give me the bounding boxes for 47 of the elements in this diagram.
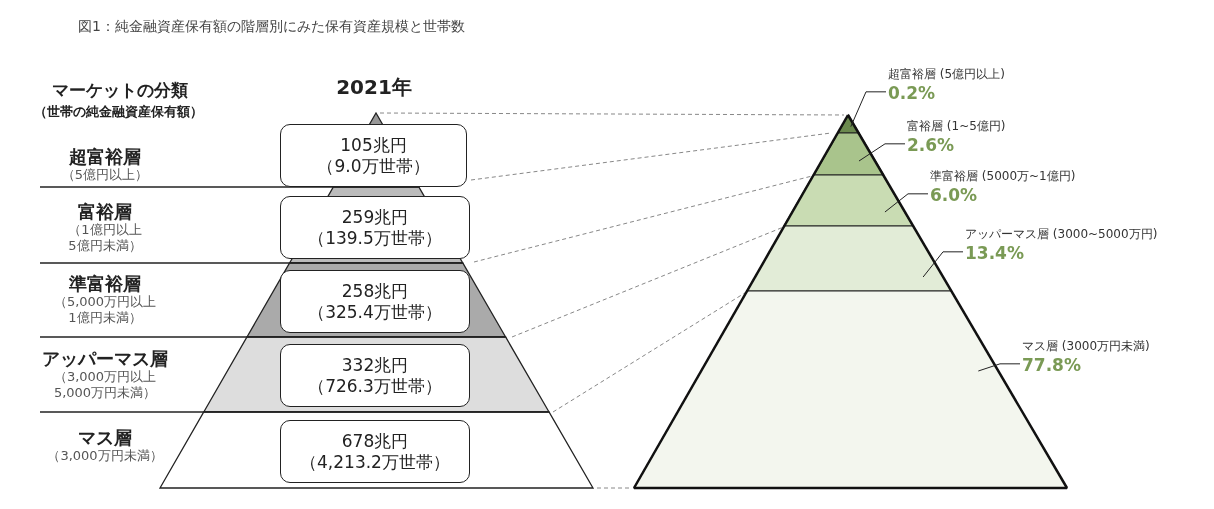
- leader-line: [884, 193, 929, 213]
- value-box: [280, 124, 467, 187]
- value-text: （726.3万世帯）: [308, 375, 442, 397]
- range-note: （3,000万円以上5,000万円未満）: [52, 369, 158, 401]
- percent-value: 2.6%: [907, 134, 956, 156]
- value-text: （9.0万世帯）: [317, 155, 430, 177]
- tier-name: 準富裕層: [68, 273, 142, 294]
- value-box: [280, 420, 470, 483]
- value-text: 259兆円: [341, 206, 409, 228]
- tier-label: 富裕層 (1~5億円): [907, 118, 1006, 134]
- tier-label: 超富裕層 (5億円以上): [888, 66, 1005, 82]
- leader-line: [850, 91, 887, 128]
- value-text: 678兆円: [341, 430, 409, 452]
- tier-label: 準富裕層 (5000万~1億円): [930, 168, 1076, 184]
- percent-value: 6.0%: [930, 184, 979, 206]
- value-text: （4,213.2万世帯）: [300, 451, 450, 473]
- range-note: （5億円以上）: [60, 167, 150, 183]
- value-box: [280, 344, 470, 407]
- trapezoid-layer: [813, 133, 884, 175]
- figure-title: 図1：純金融資産保有額の階層別にみた保有資産規模と世帯数: [78, 18, 465, 36]
- value-text: 105兆円: [340, 134, 407, 156]
- trapezoid-layer: [747, 226, 952, 291]
- range-note: （5,000万円以上1億円未満）: [52, 294, 158, 326]
- leader-line: [858, 143, 906, 162]
- percent-value: 13.4%: [965, 242, 1025, 264]
- range-note: （1億円以上5億円未満）: [67, 222, 143, 254]
- tier-name: アッパーマス層: [41, 348, 169, 369]
- value-text: （325.4万世帯）: [308, 301, 442, 323]
- range-note: （3,000万円未満）: [46, 448, 164, 464]
- tier-name: 超富裕層: [68, 146, 142, 167]
- tier-name: （世帯の純金融資産保有額）: [32, 104, 204, 120]
- leader-line: [977, 363, 1021, 372]
- value-box: [280, 196, 470, 259]
- tier-label: マス層 (3000万円未満): [1022, 338, 1150, 354]
- trapezoid-layer: [784, 175, 914, 226]
- percent-value: 77.8%: [1022, 354, 1082, 376]
- value-box: [280, 270, 470, 333]
- value-text: （139.5万世帯）: [308, 227, 442, 249]
- value-text: 258兆円: [341, 280, 409, 302]
- tier-name: マーケットの分類: [51, 80, 189, 100]
- tier-name: マス層: [77, 427, 133, 448]
- leader-line: [922, 251, 964, 278]
- percent-value: 0.2%: [888, 82, 937, 104]
- year-heading: 2021年: [335, 76, 413, 99]
- value-text: 332兆円: [341, 354, 409, 376]
- tier-label: アッパーマス層 (3000~5000万円): [965, 226, 1158, 242]
- tier-name: 富裕層: [77, 201, 133, 222]
